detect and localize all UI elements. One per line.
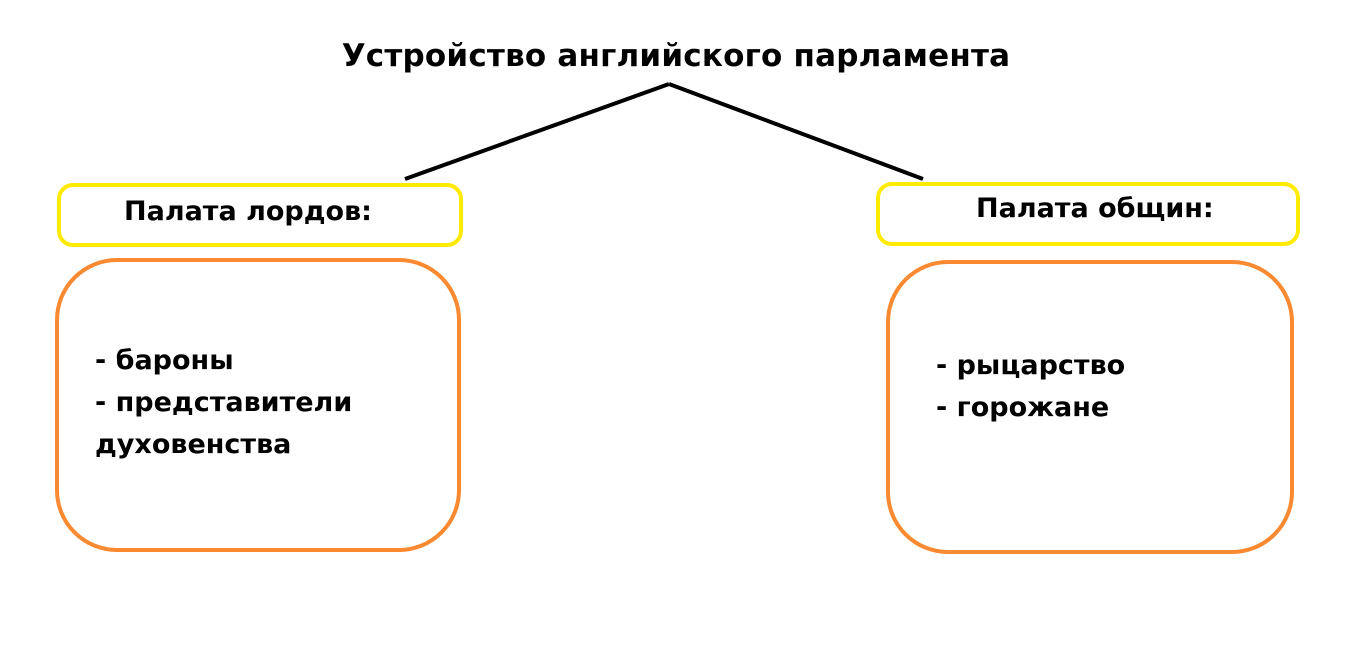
lords-content-box [55, 258, 461, 552]
connector-right [668, 82, 924, 181]
lords-item-clergy: духовенства [95, 429, 292, 460]
commons-item-townspeople: - горожане [936, 392, 1110, 423]
commons-content-box [886, 260, 1294, 554]
lords-header-label: Палата лордов: [124, 196, 372, 227]
commons-item-knights: - рыцарство [936, 350, 1126, 381]
lords-header-box [57, 183, 463, 247]
connector-left [404, 82, 670, 181]
commons-header-label: Палата общин: [976, 193, 1214, 224]
lords-item-barons: - бароны [95, 345, 234, 376]
lords-item-representatives: - представители [95, 387, 353, 418]
commons-header-box [876, 182, 1300, 246]
diagram-title: Устройство английского парламента [341, 38, 1011, 74]
